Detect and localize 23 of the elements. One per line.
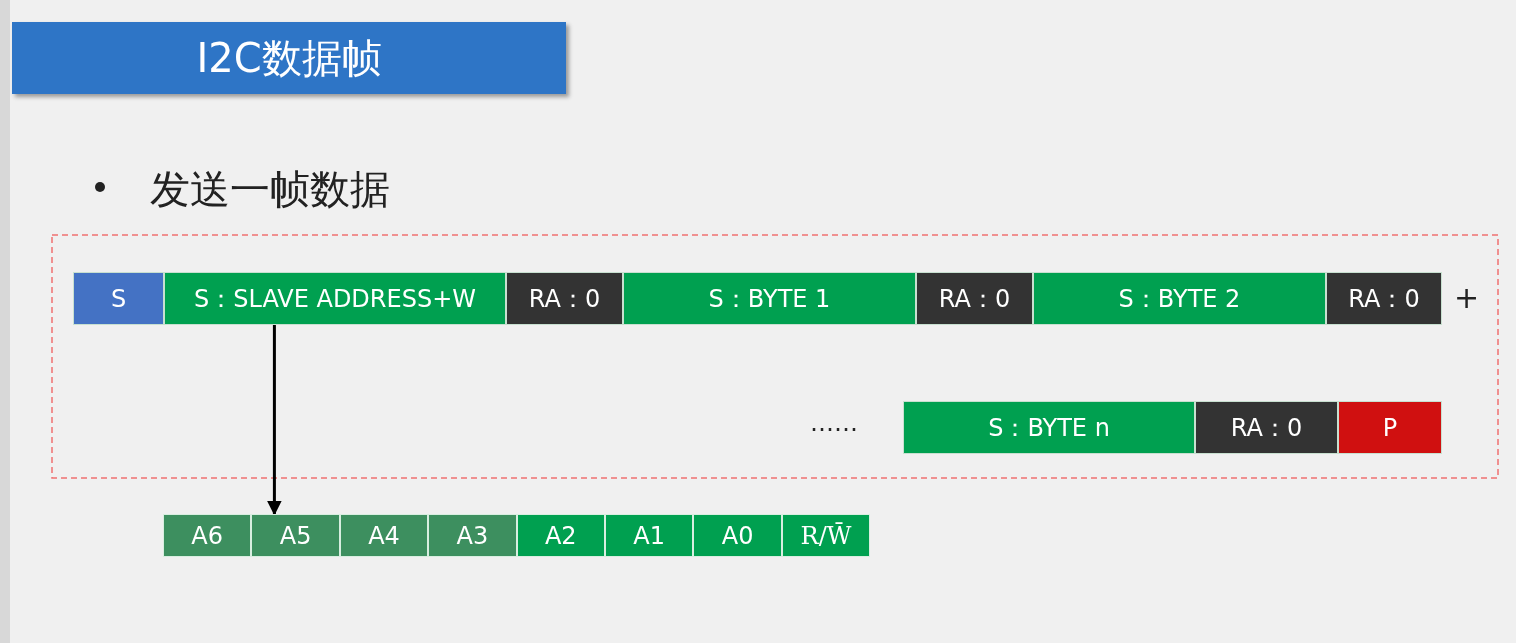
bullet-text: 发送一帧数据 <box>150 165 390 214</box>
address-bit-cell: A5 <box>251 514 340 557</box>
arrow <box>266 325 282 516</box>
rw-bit-cell: R/W̄ <box>781 514 871 557</box>
ack-field: RA：0 <box>916 272 1033 325</box>
stop-field: P <box>1338 401 1442 454</box>
data-field: S：BYTE 1 <box>623 272 916 325</box>
plus-sign: + <box>1454 282 1480 314</box>
ack-field: RA：0 <box>1326 272 1442 325</box>
data-field: S：BYTE n <box>903 401 1195 454</box>
address-bit-cell: A3 <box>428 514 517 557</box>
data-field: S：SLAVE ADDRESS+W <box>164 272 506 325</box>
ack-field: RA：0 <box>506 272 623 325</box>
address-bit-cell: A6 <box>163 514 252 557</box>
ack-field: RA：0 <box>1195 401 1338 454</box>
start-field: S <box>73 272 164 325</box>
data-field: S：BYTE 2 <box>1033 272 1326 325</box>
title-banner: I2C数据帧 <box>12 22 566 94</box>
ellipsis: …… <box>810 408 858 438</box>
address-bit-cell: A0 <box>693 514 782 557</box>
address-bit-cell: A4 <box>339 514 429 557</box>
address-bit-cell: A1 <box>605 514 694 557</box>
address-bit-cell: A2 <box>516 514 605 557</box>
